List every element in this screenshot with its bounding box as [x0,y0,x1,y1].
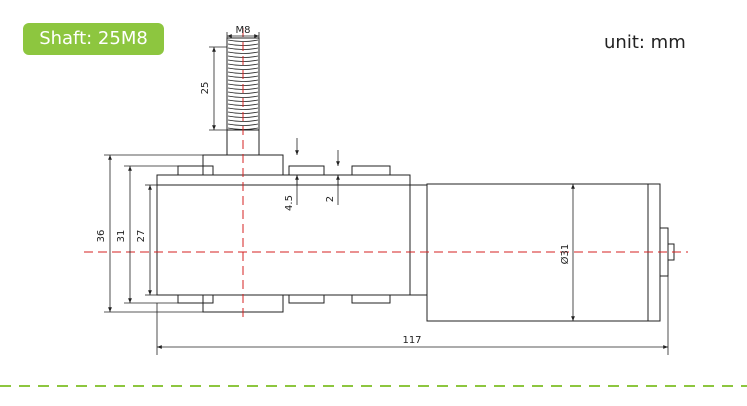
dim-thread: M8 [236,25,251,36]
dim-height-outer: 36 [96,230,107,243]
centerlines [84,28,688,317]
dim-height-inner: 27 [136,230,147,243]
unit-label: unit: mm [604,32,686,53]
dim-motor-diameter: Ø31 [559,244,571,265]
dimension-lines [104,32,669,355]
dim-overall-length: 117 [402,335,421,346]
gearbox-body [156,154,428,313]
dim-flange-thickness: 4.5 [284,195,295,211]
dim-shaft-length: 25 [200,82,211,95]
shaft-spec-badge: Shaft: 25M8 [23,23,164,55]
dim-height-mid: 31 [116,230,127,243]
threaded-shaft [226,37,260,156]
dimension-labels: M8 25 36 31 27 4.5 2 Ø31 117 [96,25,571,346]
dim-mount-offset: 2 [325,196,336,202]
